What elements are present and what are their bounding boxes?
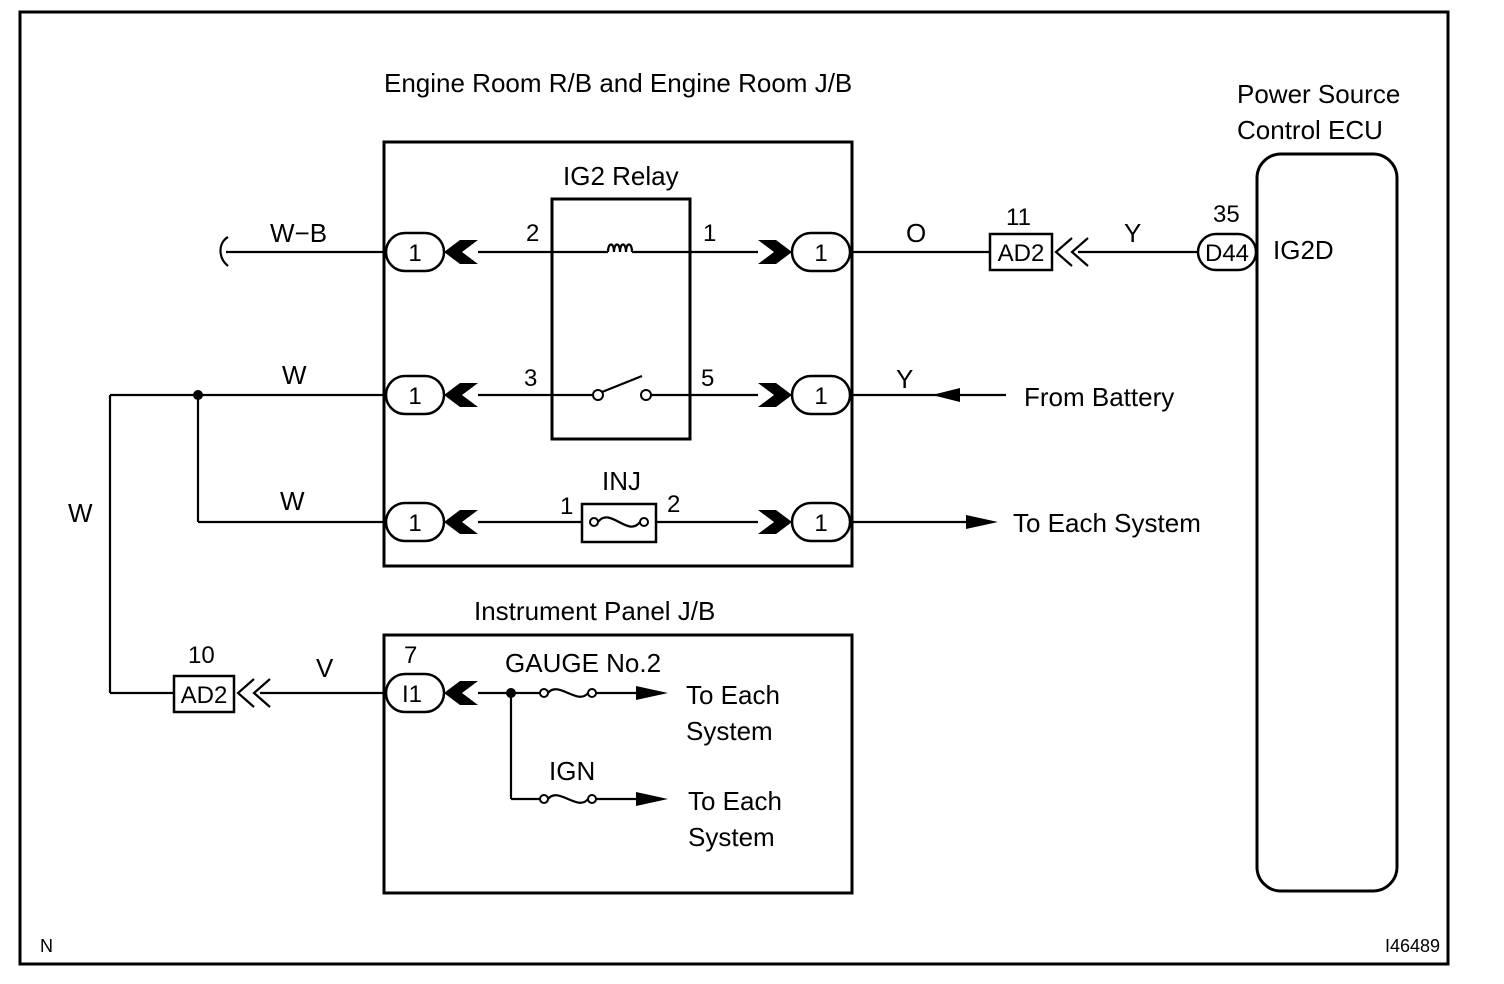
pin-d44-35: 35 (1213, 201, 1240, 228)
wire-label-w-mid: W (280, 486, 305, 516)
pin-relay-1: 1 (703, 220, 716, 247)
arrow-in-icon (932, 388, 960, 402)
arrow-out-icon (636, 686, 668, 700)
male-terminal-icon (444, 240, 478, 264)
ign-fuse-icon (547, 794, 589, 804)
pin-i1-7: 7 (404, 642, 417, 669)
wire-label-v: V (316, 653, 334, 683)
connector-ad2-top (988, 232, 1054, 272)
fuse-terminal (587, 688, 597, 698)
connector-1-label: 1 (814, 240, 827, 267)
connector-ad2-bottom-label: AD2 (181, 682, 228, 709)
ecu-title-line1: Power Source (1237, 79, 1400, 109)
fuse-terminal (539, 794, 549, 804)
ig2-relay-box (550, 197, 692, 441)
to-each-system-label: To Each System (1013, 508, 1201, 538)
wire-label-o: O (906, 218, 926, 248)
connector-d44 (1196, 232, 1258, 272)
ecu-title-line2: Control ECU (1237, 115, 1383, 145)
connector-1-label: 1 (408, 383, 421, 410)
ign-fuse-label: IGN (549, 756, 595, 786)
engine-room-box (382, 140, 854, 568)
connector-ad2-bottom (172, 674, 236, 714)
relay-switch-icon (601, 374, 643, 394)
fuse-terminal (587, 794, 597, 804)
fuse-terminal (539, 688, 549, 698)
pin-ad2-11: 11 (1006, 204, 1031, 231)
instrument-panel-box (382, 633, 854, 895)
pin-inj-2: 2 (667, 491, 680, 518)
fuse-terminal (639, 517, 649, 527)
male-terminal-icon (444, 383, 478, 407)
pin-relay-3: 3 (524, 365, 537, 392)
outer-frame (18, 10, 1450, 966)
engine-room-box-title: Engine Room R/B and Engine Room J/B (384, 68, 852, 98)
inj-fuse-icon (597, 516, 641, 528)
wire-label-y-top: Y (1124, 218, 1141, 248)
wire-label-wb: W−B (270, 218, 327, 248)
ig2d-terminal-label: IG2D (1273, 235, 1334, 265)
female-terminal-icon (1054, 237, 1089, 267)
ig2-relay-label: IG2 Relay (563, 161, 679, 191)
connector-i1-label: I1 (402, 681, 422, 708)
ign-to-each-label: To Each (688, 786, 782, 816)
female-terminal-icon (236, 678, 271, 708)
male-terminal-icon (758, 510, 792, 534)
instrument-panel-title: Instrument Panel J/B (474, 596, 715, 626)
pin-relay-5: 5 (701, 365, 714, 392)
gauge-fuse-icon (547, 688, 589, 698)
from-battery-label: From Battery (1024, 382, 1174, 412)
gauge-to-each-label: To Each (686, 680, 780, 710)
connector-d44-label: D44 (1205, 240, 1249, 267)
connector-1-label: 1 (814, 510, 827, 537)
connector-1-label: 1 (814, 383, 827, 410)
gauge-fuse-label: GAUGE No.2 (505, 648, 661, 678)
male-terminal-icon (758, 383, 792, 407)
male-terminal-icon (758, 240, 792, 264)
connector-1-label: 1 (408, 240, 421, 267)
wire-label-w-top: W (282, 360, 307, 390)
pin-ad2-10: 10 (188, 642, 215, 669)
relay-coil-icon (606, 243, 634, 253)
pin-inj-1: 1 (560, 493, 573, 520)
arrow-out-icon (636, 792, 668, 806)
wire-label-y-battery: Y (896, 364, 913, 394)
wire-break-icon (219, 236, 229, 267)
gauge-system-label: System (686, 716, 773, 746)
figure-id-label: I46489 (1385, 936, 1440, 956)
connector-ad2-top-label: AD2 (998, 240, 1045, 267)
wire-label-w-left: W (68, 498, 93, 528)
switch-contact (640, 389, 652, 401)
switch-contact (592, 389, 604, 401)
ign-system-label: System (688, 822, 775, 852)
arrow-out-icon (966, 515, 998, 529)
power-source-ecu-box (1255, 152, 1399, 893)
corner-n-label: N (40, 936, 53, 956)
male-terminal-icon (444, 510, 478, 534)
pin-relay-2: 2 (526, 220, 539, 247)
male-terminal-icon (444, 681, 478, 705)
fuse-terminal (589, 517, 599, 527)
inj-label: INJ (602, 466, 641, 496)
connector-1-label: 1 (408, 510, 421, 537)
